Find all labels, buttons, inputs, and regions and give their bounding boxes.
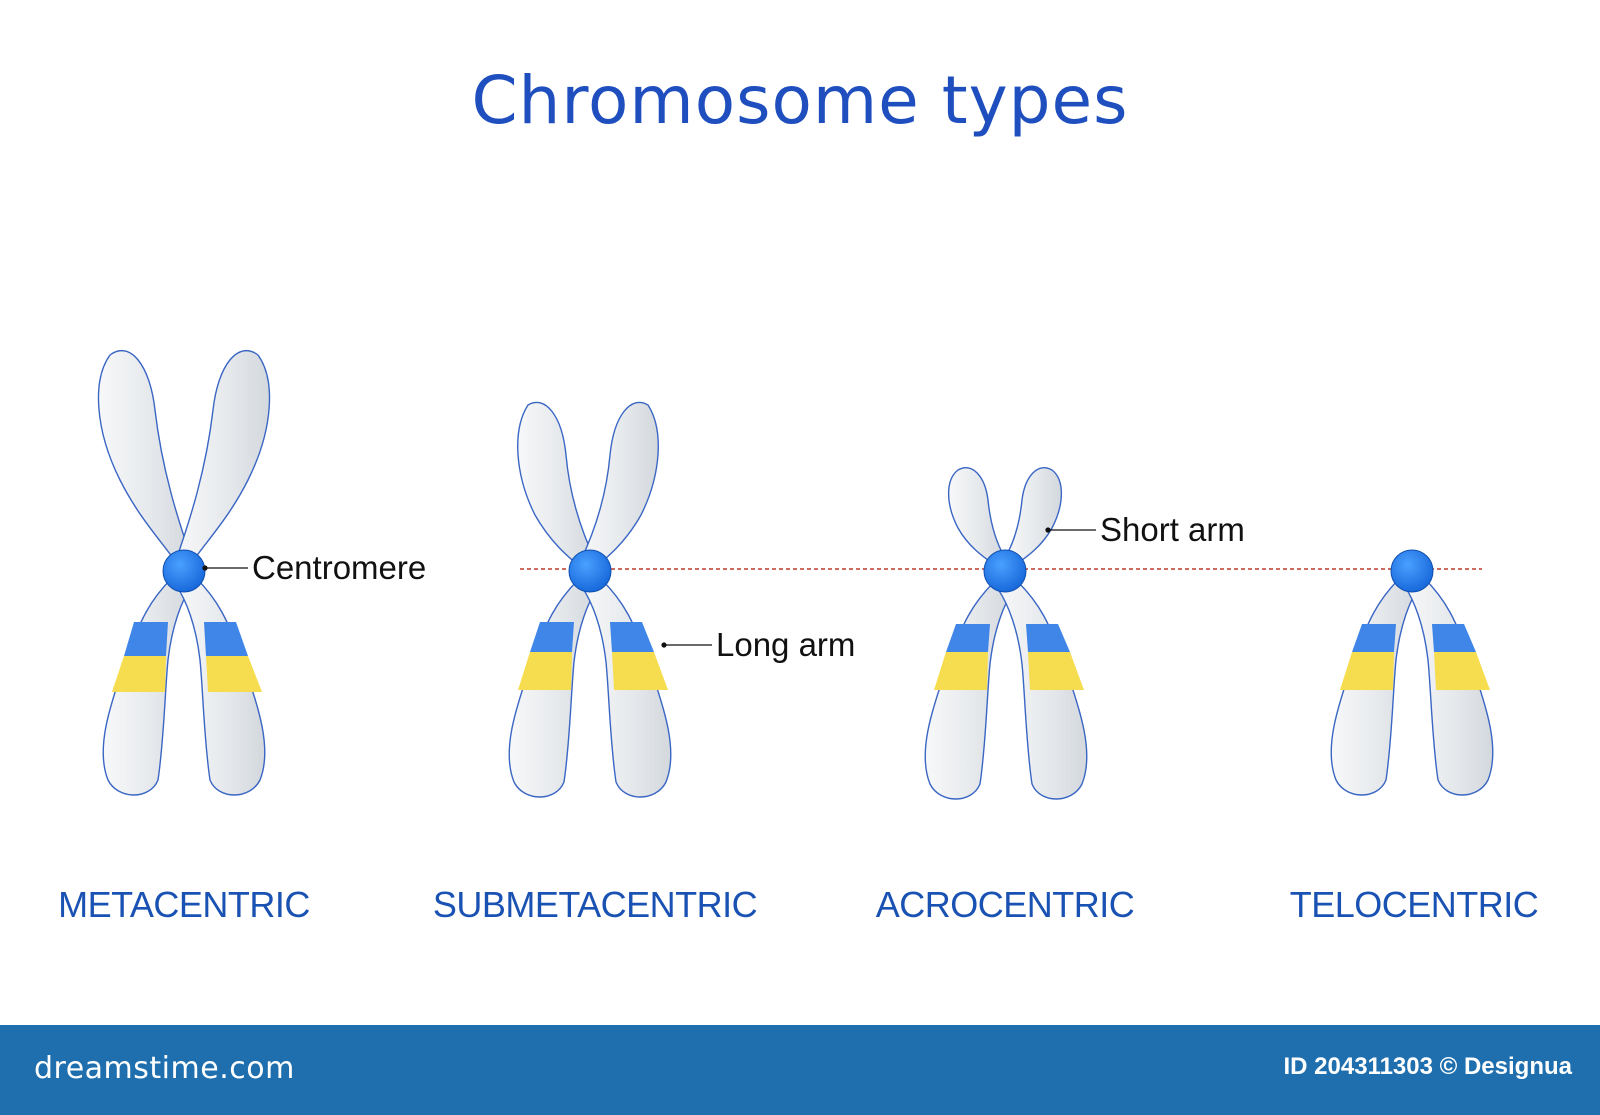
centromere — [162, 549, 206, 593]
upper-left-arm — [517, 401, 597, 571]
type-label-submetacentric: SUBMETACENTRIC — [432, 884, 758, 925]
long-arm-label: Long arm — [716, 626, 856, 663]
brand-logo-text: dreamstime.com — [34, 1051, 295, 1086]
band-yellow-right — [1028, 652, 1084, 690]
centromere-label: Centromere — [252, 549, 427, 586]
centromere — [568, 549, 612, 593]
metacentric-chromosome — [97, 349, 271, 796]
type-label-acrocentric: ACROCENTRIC — [875, 884, 1135, 925]
telocentric-chromosome — [1330, 549, 1494, 796]
type-label-telocentric: TELOCENTRIC — [1289, 884, 1539, 925]
upper-right-arm — [175, 349, 271, 569]
band-blue-left — [1352, 624, 1396, 652]
band-yellow-left — [112, 656, 166, 692]
type-label-metacentric: METACENTRIC — [58, 884, 310, 925]
callout-leaders — [202, 527, 1096, 648]
band-blue-right — [1026, 624, 1070, 652]
image-credit: ID 204311303 © Designua — [1283, 1053, 1572, 1080]
centromere — [1390, 549, 1434, 593]
band-yellow-right — [206, 656, 262, 692]
footer-bar: dreamstime.com ID 204311303 © Designua — [0, 1025, 1600, 1115]
band-blue-left — [530, 622, 574, 652]
band-blue-right — [610, 622, 654, 652]
band-yellow-left — [934, 652, 988, 690]
upper-left-arm — [947, 467, 1005, 567]
centromere — [983, 549, 1027, 593]
band-blue-right — [1432, 624, 1476, 652]
short-arm-label: Short arm — [1100, 511, 1245, 548]
band-yellow-left — [518, 652, 572, 690]
acrocentric-chromosome — [924, 467, 1088, 800]
band-yellow-right — [1434, 652, 1490, 690]
upper-right-arm — [1005, 467, 1063, 567]
band-blue-right — [204, 622, 248, 656]
lower-left-arm — [924, 581, 1016, 800]
lower-right-arm — [996, 581, 1088, 800]
band-blue-left — [946, 624, 990, 652]
upper-right-arm — [579, 401, 659, 571]
submetacentric-chromosome — [508, 401, 672, 798]
upper-left-arm — [97, 349, 193, 569]
page-title: Chromosome types — [471, 62, 1129, 139]
band-blue-left — [124, 622, 168, 656]
band-yellow-left — [1340, 652, 1394, 690]
band-yellow-right — [612, 652, 668, 690]
chromosome-diagram — [97, 349, 1494, 800]
